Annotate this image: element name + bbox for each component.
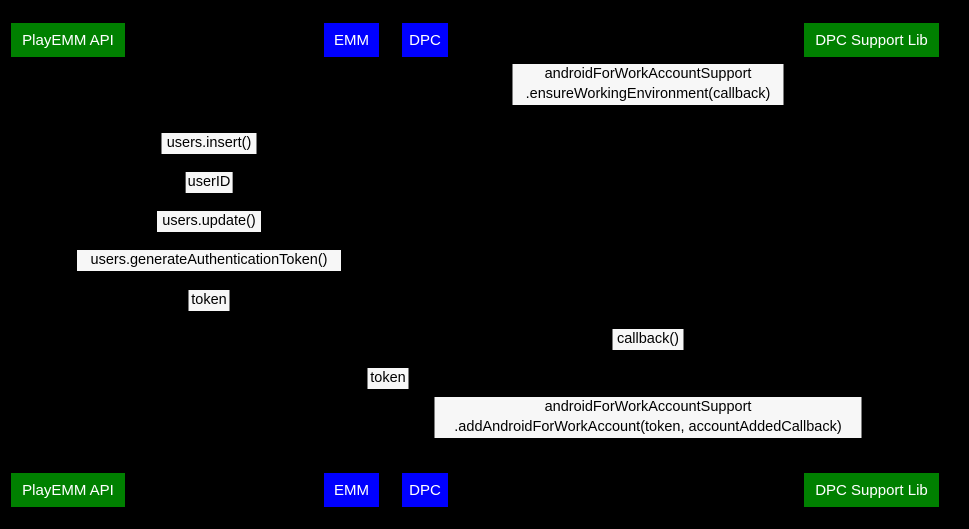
participant-label: EMM xyxy=(334,481,369,499)
message-label-users-update: users.update() xyxy=(157,211,261,232)
arrow-callback xyxy=(425,350,871,351)
participant-dpc-support-lib-header: DPC Support Lib xyxy=(804,23,939,57)
participant-label: DPC xyxy=(409,481,441,499)
message-label-add-android-for-work-account: androidForWorkAccountSupport .addAndroidF… xyxy=(434,397,862,438)
message-line: token xyxy=(191,292,227,308)
participant-label: DPC Support Lib xyxy=(815,481,928,499)
message-line: .ensureWorkingEnvironment(callback) xyxy=(525,85,771,102)
participant-dpc-header: DPC xyxy=(402,23,448,57)
message-line: users.insert() xyxy=(166,135,252,151)
participant-label: PlayEMM API xyxy=(22,31,114,49)
message-label-token-to-emm: token xyxy=(188,290,230,311)
participant-label: EMM xyxy=(334,31,369,49)
arrow-users-generate-authentication-token xyxy=(68,271,351,272)
message-line: androidForWorkAccountSupport xyxy=(544,66,752,82)
arrow-token-to-emm xyxy=(68,311,351,312)
participant-label: PlayEMM API xyxy=(22,481,114,499)
message-label-users-insert: users.insert() xyxy=(161,133,257,154)
arrow-user-id xyxy=(68,193,351,194)
participant-dpc-support-lib-footer: DPC Support Lib xyxy=(804,473,939,507)
lifeline-dpc xyxy=(425,57,426,473)
participant-playemm-api-header: PlayEMM API xyxy=(11,23,125,57)
message-line: callback() xyxy=(616,331,680,347)
participant-playemm-api-footer: PlayEMM API xyxy=(11,473,125,507)
message-line: users.generateAuthenticationToken() xyxy=(90,252,328,268)
lifeline-emm xyxy=(351,57,352,473)
message-line: token xyxy=(370,370,406,386)
participant-label: DPC xyxy=(409,31,441,49)
message-label-user-id: userID xyxy=(185,172,233,193)
message-line: userID xyxy=(187,174,231,190)
message-label-users-generate-authentication-token: users.generateAuthenticationToken() xyxy=(77,250,341,271)
lifeline-dpc-support-lib xyxy=(871,57,872,473)
participant-label: DPC Support Lib xyxy=(815,31,928,49)
message-line: androidForWorkAccountSupport xyxy=(544,399,752,415)
message-line: .addAndroidForWorkAccount(token, account… xyxy=(454,418,842,435)
message-line: users.update() xyxy=(162,213,256,229)
message-label-ensure-working-environment: androidForWorkAccountSupport .ensureWorki… xyxy=(512,64,784,105)
participant-dpc-footer: DPC xyxy=(402,473,448,507)
arrow-token-to-dpc xyxy=(351,389,425,390)
participant-emm-footer: EMM xyxy=(324,473,379,507)
arrow-users-update xyxy=(68,232,351,233)
arrow-users-insert xyxy=(68,154,351,155)
message-label-callback: callback() xyxy=(612,329,684,350)
lifeline-playemm-api xyxy=(68,57,69,473)
participant-emm-header: EMM xyxy=(324,23,379,57)
message-label-token-to-dpc: token xyxy=(367,368,409,389)
